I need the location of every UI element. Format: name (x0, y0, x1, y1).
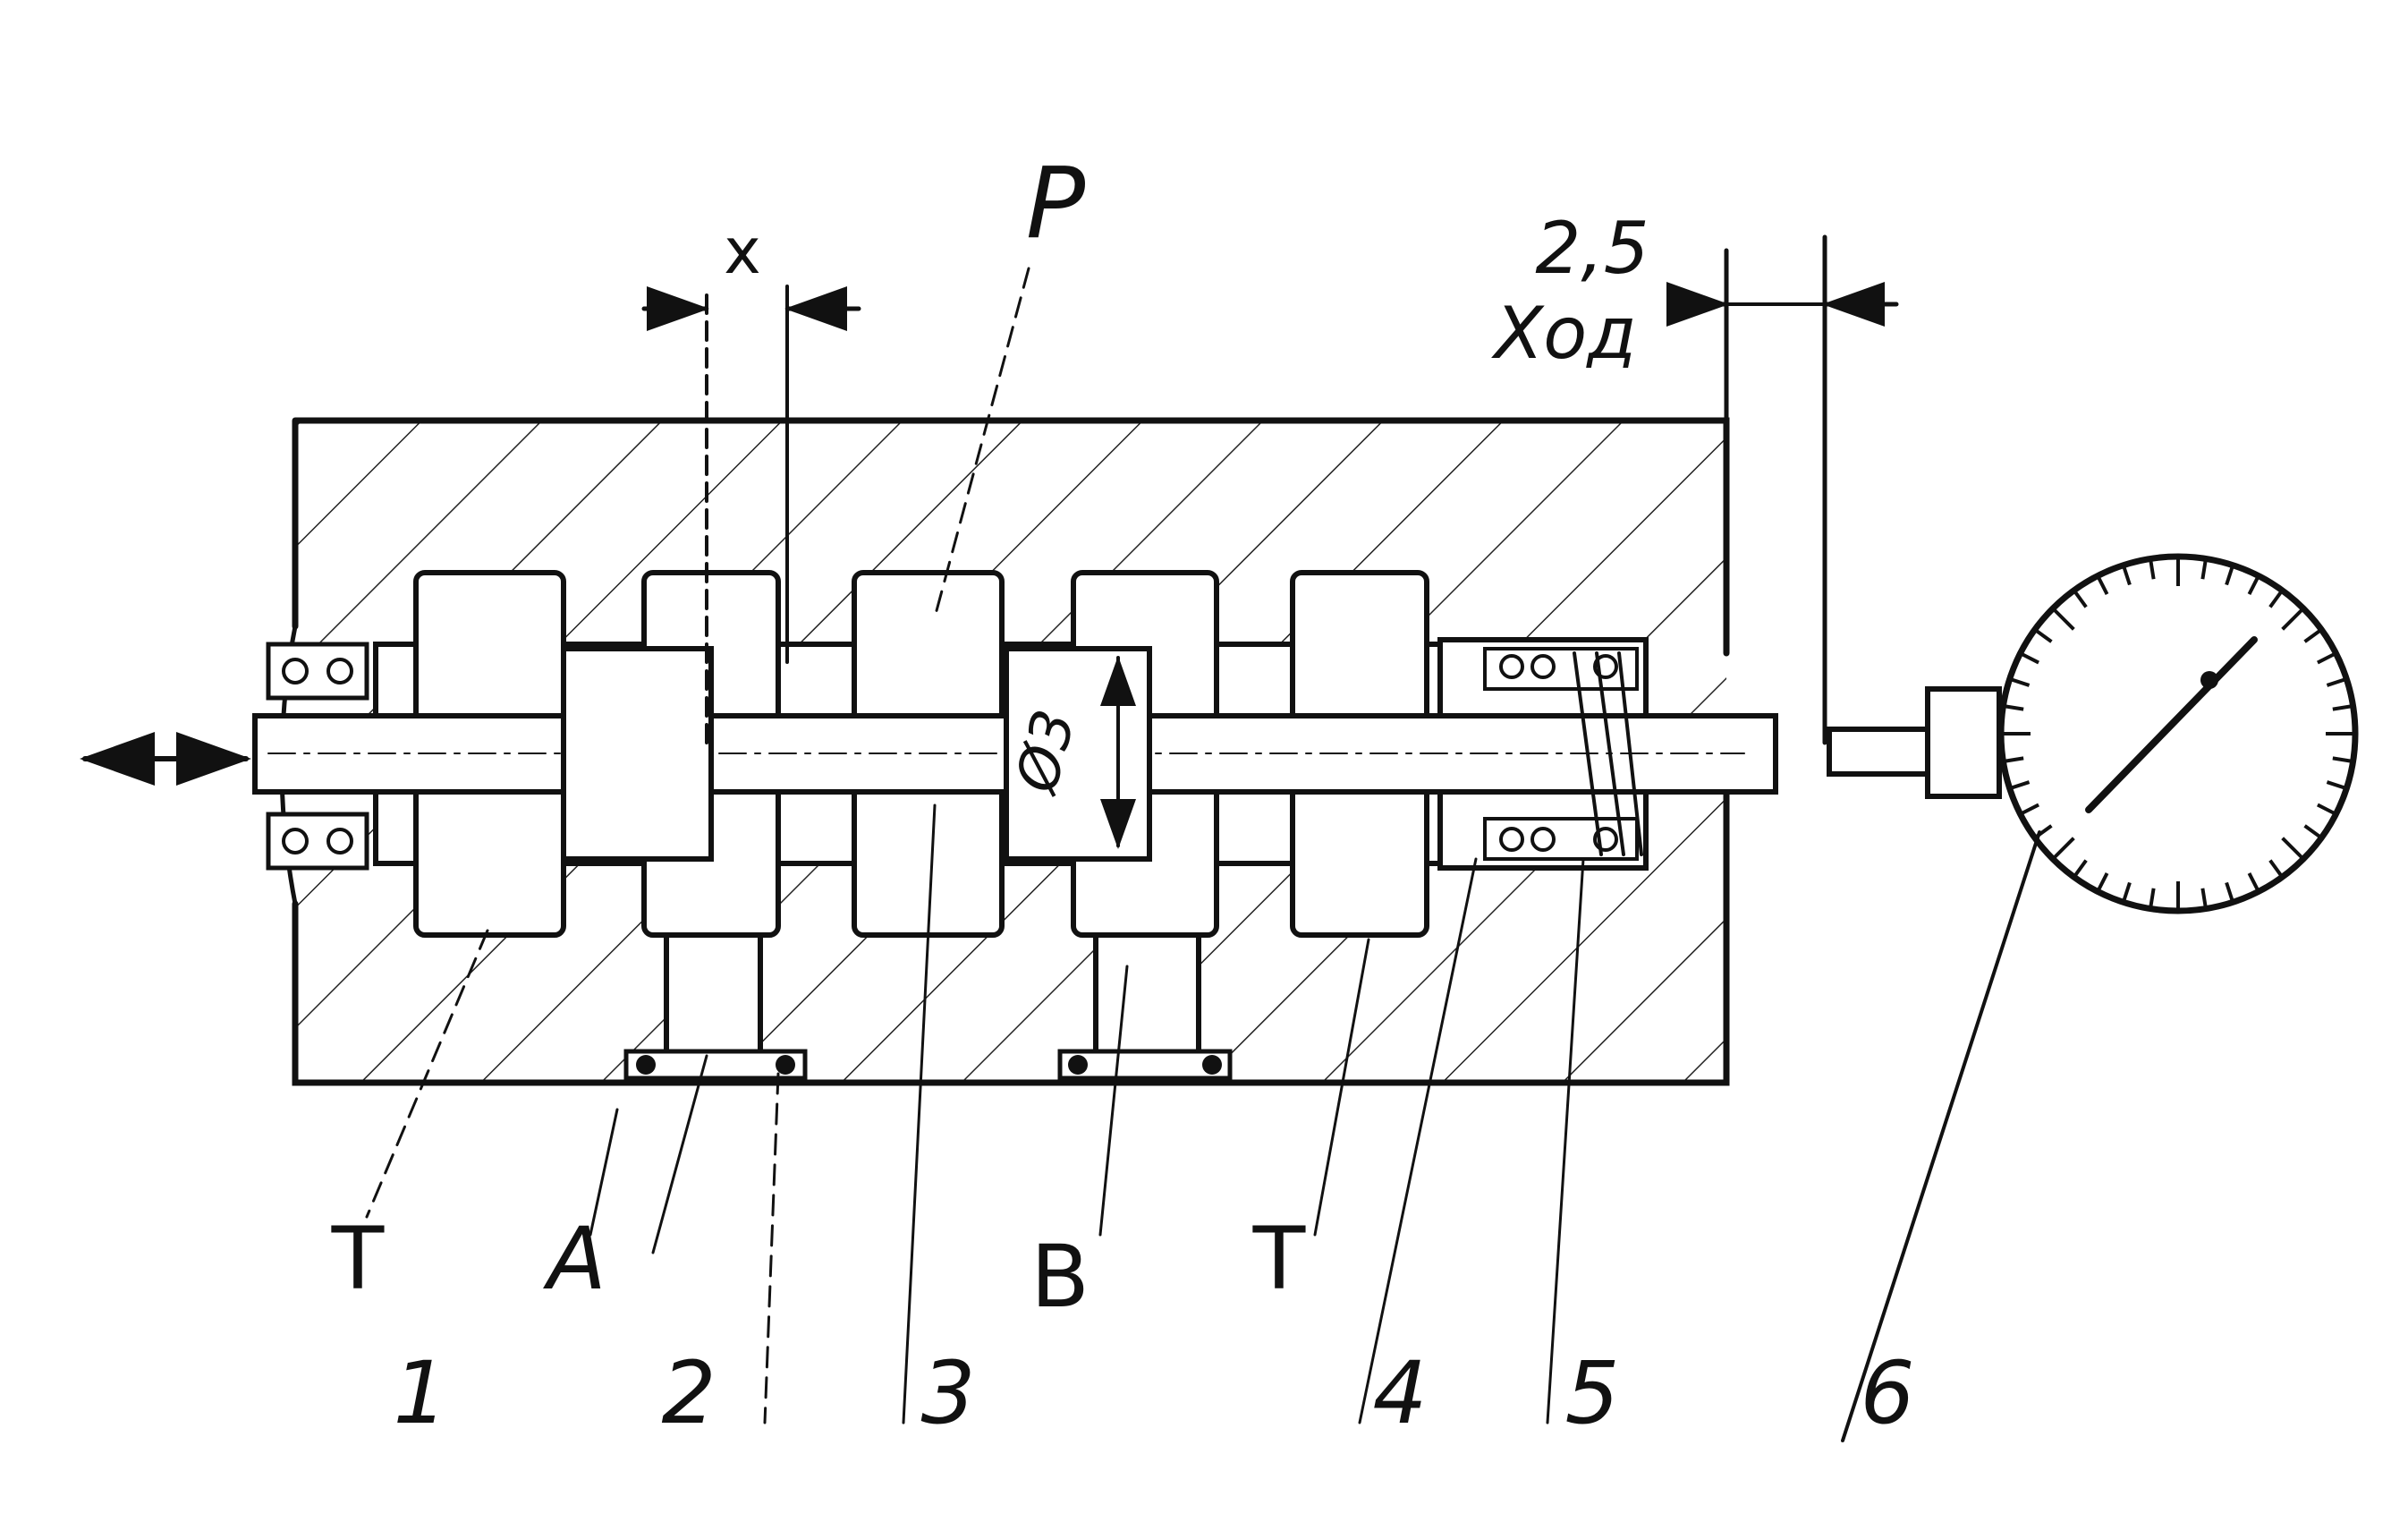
spool (252, 646, 1778, 862)
callout-2: 2 (661, 1343, 716, 1443)
dial-tick (2317, 803, 2337, 816)
dial-tick (2009, 780, 2031, 791)
dial-tick (2268, 589, 2284, 608)
dial-tick (2332, 756, 2353, 763)
dial-tick (2096, 574, 2109, 595)
dial-tick (2019, 803, 2039, 816)
callout-1: 1 (393, 1343, 447, 1443)
dial-tick (2326, 780, 2347, 791)
dial-tick (2200, 558, 2208, 580)
dial-tick (2247, 872, 2260, 893)
dial-tick (2121, 565, 2132, 586)
label-stroke-word: Ход (1490, 292, 1636, 375)
dial-tick (2003, 704, 2024, 711)
dial-tick (2009, 676, 2031, 687)
dial-tick (2332, 704, 2353, 711)
callout-4: 4 (1372, 1343, 1427, 1443)
label-b: B (1030, 1227, 1090, 1327)
callout-3: 3 (920, 1343, 975, 1443)
dial-tick (2121, 881, 2132, 903)
dial-tick (2303, 824, 2323, 839)
dial-tick (2303, 628, 2323, 643)
dial-tick (2033, 628, 2053, 643)
dial-tick (2019, 651, 2039, 665)
dial-tick (2225, 881, 2235, 903)
dial-tick (2073, 589, 2088, 608)
callout-5: 5 (1564, 1343, 1619, 1443)
dial-tick (2281, 607, 2305, 631)
left-seals (266, 642, 369, 871)
leader-lines (365, 267, 2041, 1442)
dial-tick (2317, 651, 2337, 665)
label-t-left: T (331, 1209, 385, 1309)
dial-tick (2149, 888, 2156, 909)
dial-indicator (1827, 553, 2359, 914)
dial-tick (2096, 872, 2109, 893)
dial-tick (2149, 558, 2156, 580)
spool-land-1 (561, 646, 714, 862)
dial-tick (2051, 607, 2075, 631)
dimensions (80, 234, 1899, 849)
dial-tick (2200, 888, 2208, 909)
dial-tick (2051, 837, 2075, 861)
text-labels: x P 2,5 Ход Ø3 T A B T 1 2 3 4 5 6 (331, 146, 1915, 1443)
dial-tick (2268, 859, 2284, 879)
dial-tick (2073, 859, 2088, 879)
dial-tick (2326, 676, 2347, 687)
callout-6: 6 (1860, 1343, 1914, 1443)
dial-tick (2247, 574, 2260, 595)
dial-tick (2225, 565, 2235, 586)
label-x: x (724, 215, 760, 288)
label-stroke-value: 2,5 (1535, 207, 1649, 290)
dial-tick (2281, 837, 2305, 861)
label-t-right: T (1252, 1209, 1306, 1309)
dial-tick (2003, 756, 2024, 763)
label-a: A (542, 1209, 606, 1309)
label-p: P (1026, 146, 1086, 260)
spring (1483, 647, 1643, 861)
